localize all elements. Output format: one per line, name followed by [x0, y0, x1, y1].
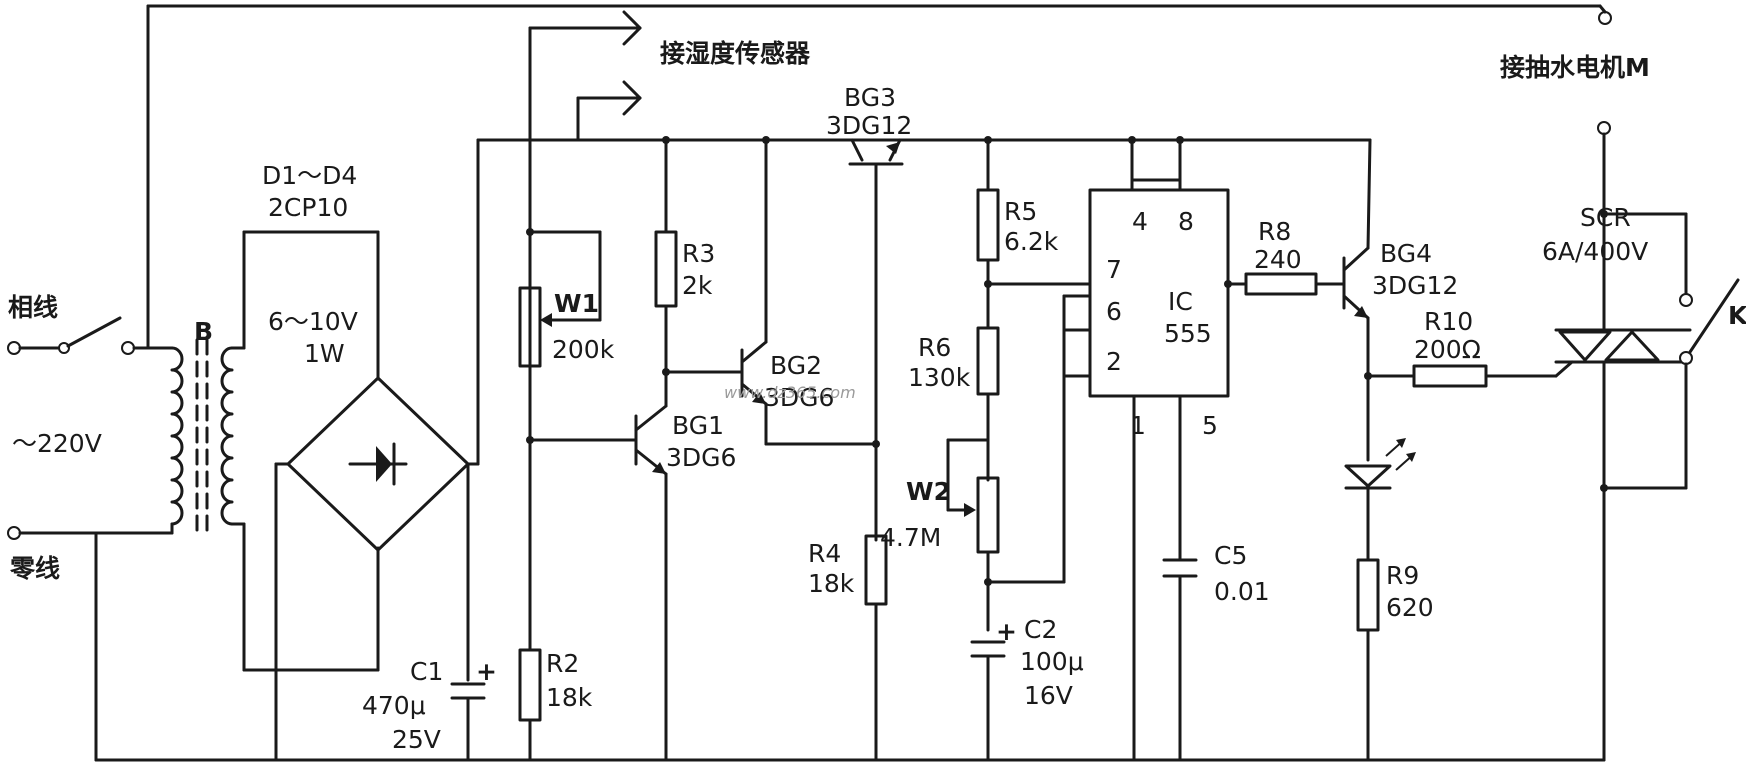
neutral-terminal	[7, 526, 21, 540]
transformer-label: B	[194, 317, 213, 346]
bg3-name: BG3	[844, 83, 896, 112]
pump-motor-label: 接抽水电机M	[1500, 53, 1650, 82]
switch-terminal	[121, 341, 135, 355]
capacitor-c2: + C2 100μ 16V	[970, 615, 1084, 762]
c1-voltage: 25V	[392, 725, 441, 754]
r4-value: 18k	[808, 569, 855, 598]
watermark: www.dz365.com	[724, 383, 856, 402]
r6-name: R6	[918, 333, 951, 362]
ic-pin7: 7	[1106, 255, 1122, 284]
transistor-bg2: BG2 3DG6 www.dz365.com	[662, 136, 878, 446]
potentiometer-w2: W2 4.7M	[880, 438, 1066, 632]
live-terminal	[7, 341, 21, 355]
r9-name: R9	[1386, 561, 1419, 590]
capacitor-c1: + C1 470μ 25V	[362, 462, 497, 762]
capacitor-c5: C5 0.01	[1162, 541, 1270, 762]
mains-input: 相线 ～220V 零线	[7, 4, 1612, 583]
ic-name: IC	[1168, 287, 1193, 316]
switch-k: K	[1602, 212, 1746, 490]
c1-name: C1	[410, 657, 443, 686]
transistor-bg1: BG1 3DG6	[528, 404, 736, 762]
k-name: K	[1728, 301, 1746, 330]
scr-value: 6A/400V	[1542, 237, 1648, 266]
ic-pin6: 6	[1106, 297, 1122, 326]
w2-name: W2	[906, 477, 951, 506]
bg3-type: 3DG12	[826, 111, 912, 140]
ic-pin2: 2	[1106, 347, 1122, 376]
r8-name: R8	[1258, 217, 1291, 246]
c2-name: C2	[1024, 615, 1057, 644]
diodes-type-label: 2CP10	[268, 193, 348, 222]
r4-name: R4	[808, 539, 841, 568]
svg-text:+: +	[476, 657, 497, 686]
bridge-rectifier: D1～D4 2CP10 6～10V 1W	[262, 161, 480, 762]
ic-pin1: 1	[1130, 411, 1146, 440]
mains-switch-pivot	[58, 342, 70, 354]
potentiometer-w1: W1 200k	[518, 228, 615, 368]
w2-value: 4.7M	[880, 523, 941, 552]
r8-value: 240	[1254, 245, 1302, 274]
scr-name: SCR	[1580, 203, 1631, 232]
scr-triac: 接抽水电机M SCR 6A/400V	[1500, 53, 1692, 762]
ic-pin5: 5	[1202, 411, 1218, 440]
humidity-sensor-label: 接湿度传感器	[660, 39, 811, 68]
secondary-voltage-label: 6～10V	[268, 307, 358, 336]
resistor-r8: R8 240	[1226, 217, 1346, 296]
c2-voltage: 16V	[1024, 681, 1073, 710]
r9-value: 620	[1386, 593, 1434, 622]
r2-name: R2	[546, 649, 579, 678]
diodes-label: D1～D4	[262, 161, 357, 190]
ic-pin8: 8	[1178, 207, 1194, 236]
mains-voltage-label: ～220V	[12, 429, 102, 458]
bg2-type: 3DG6	[764, 383, 834, 412]
bg4-type: 3DG12	[1372, 271, 1458, 300]
ic-type: 555	[1164, 319, 1212, 348]
r5-name: R5	[1004, 197, 1037, 226]
secondary-power-label: 1W	[304, 339, 345, 368]
c1-value: 470μ	[362, 691, 426, 720]
bg4-name: BG4	[1380, 239, 1432, 268]
transistor-bg4: BG4 3DG12	[1342, 138, 1458, 462]
w1-value: 200k	[552, 335, 615, 364]
resistor-r6: R6 130k	[908, 280, 1092, 482]
r2-value: 18k	[546, 683, 593, 712]
bg1-name: BG1	[672, 411, 724, 440]
bg1-type: 3DG6	[666, 443, 736, 472]
resistor-r9: R9 620	[1356, 558, 1434, 762]
ic-pin4: 4	[1132, 207, 1148, 236]
resistor-r2: R2 18k	[518, 436, 593, 762]
r6-value: 130k	[908, 363, 971, 392]
c2-value: 100μ	[1020, 647, 1084, 676]
r3-value: 2k	[682, 271, 713, 300]
motor-terminal	[1597, 121, 1611, 135]
w1-name: W1	[554, 289, 599, 318]
c5-value: 0.01	[1214, 577, 1270, 606]
rails	[94, 138, 1606, 762]
humidity-sensor-probes: 接湿度传感器	[528, 10, 811, 442]
live-wire-label: 相线	[8, 293, 58, 322]
c5-name: C5	[1214, 541, 1247, 570]
r5-value: 6.2k	[1004, 227, 1059, 256]
resistor-r3: R3 2k	[654, 136, 715, 408]
ic-555: 4 8 7 6 2 IC 555 1 5	[1062, 136, 1248, 762]
resistor-r5: R5 6.2k	[976, 136, 1059, 330]
bg2-name: BG2	[770, 351, 822, 380]
r10-value: 200Ω	[1414, 335, 1481, 364]
resistor-r10: R10 200Ω	[1366, 307, 1558, 388]
motor-terminal-top	[1598, 11, 1612, 25]
neutral-wire-label: 零线	[9, 554, 60, 583]
transformer-b: B	[170, 230, 380, 672]
r10-name: R10	[1424, 307, 1473, 336]
resistor-r4: R4 18k	[808, 534, 888, 762]
transistor-bg3: BG3 3DG12	[826, 83, 912, 542]
mains-switch	[66, 316, 122, 348]
led-indicator	[1344, 438, 1416, 562]
r3-name: R3	[682, 239, 715, 268]
svg-text:+: +	[996, 617, 1017, 646]
